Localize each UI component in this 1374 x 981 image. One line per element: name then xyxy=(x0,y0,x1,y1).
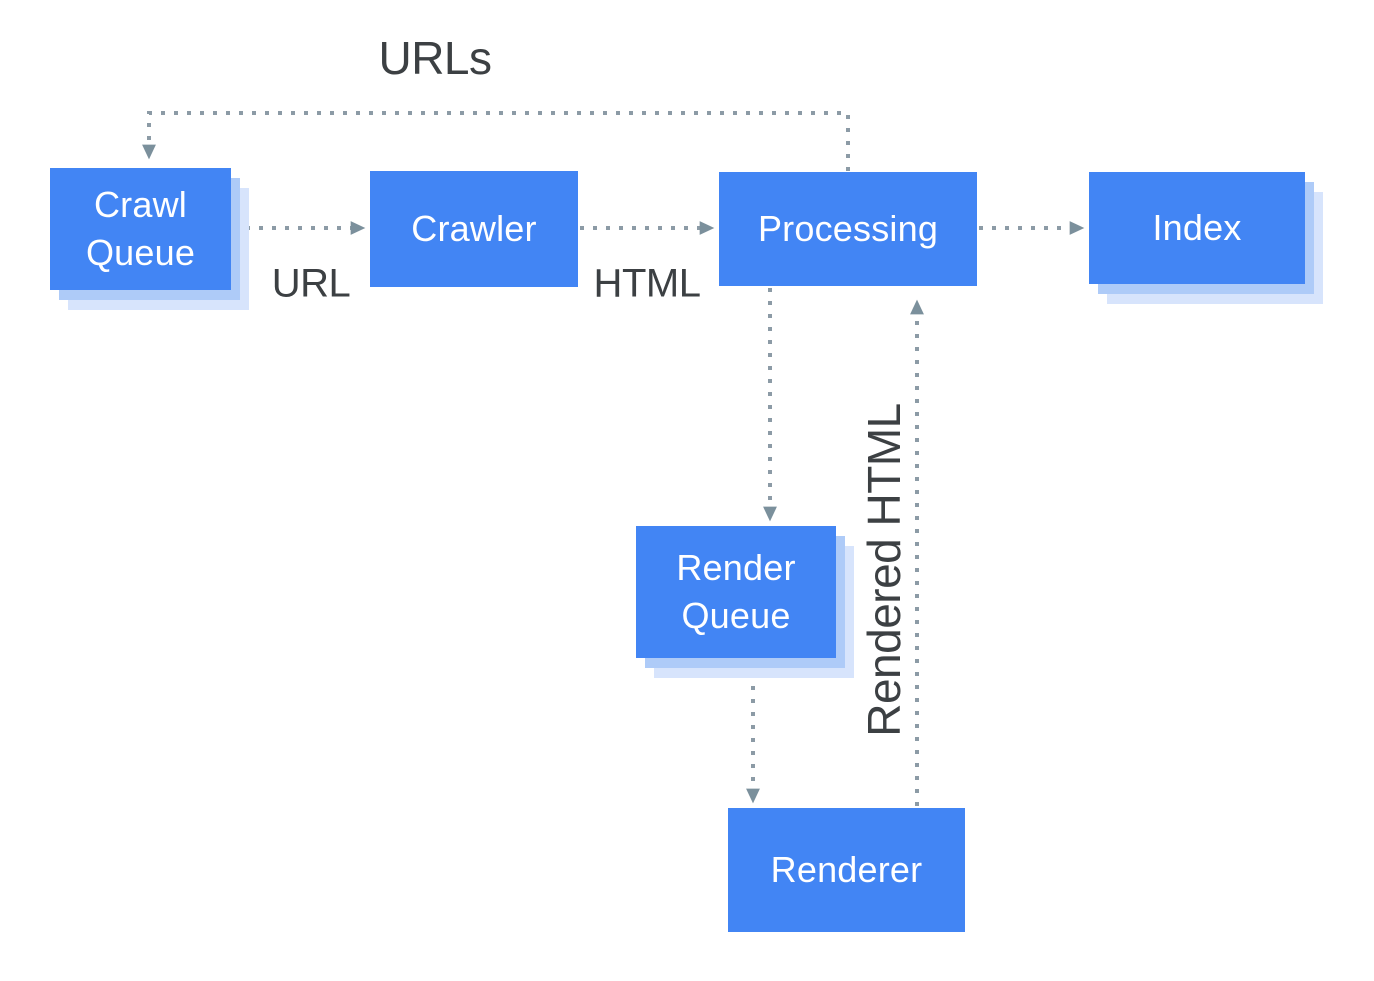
node-render-queue-label: Render Queue xyxy=(676,547,796,636)
node-crawl-queue-label: Crawl Queue xyxy=(85,184,196,273)
edge-label-html: HTML xyxy=(593,261,701,306)
node-crawler-label: Crawler xyxy=(411,208,537,250)
node-crawler: Crawler xyxy=(370,171,578,287)
edge-label-rendered-html: Rendered HTML xyxy=(858,403,910,737)
node-renderer-label: Renderer xyxy=(770,849,923,891)
edge-processing-to-crawl-queue xyxy=(142,111,850,171)
node-index-label: Index xyxy=(1152,207,1242,249)
node-crawl-queue: Crawl Queue xyxy=(50,168,231,290)
node-processing-label: Processing xyxy=(757,208,939,250)
edge-label-urls: URLs xyxy=(378,32,492,84)
node-index: Index xyxy=(1089,172,1305,284)
node-renderer: Renderer xyxy=(728,808,965,932)
node-render-queue: Render Queue xyxy=(636,526,836,658)
edge-label-url: URL xyxy=(271,261,351,306)
node-processing: Processing xyxy=(719,172,977,286)
